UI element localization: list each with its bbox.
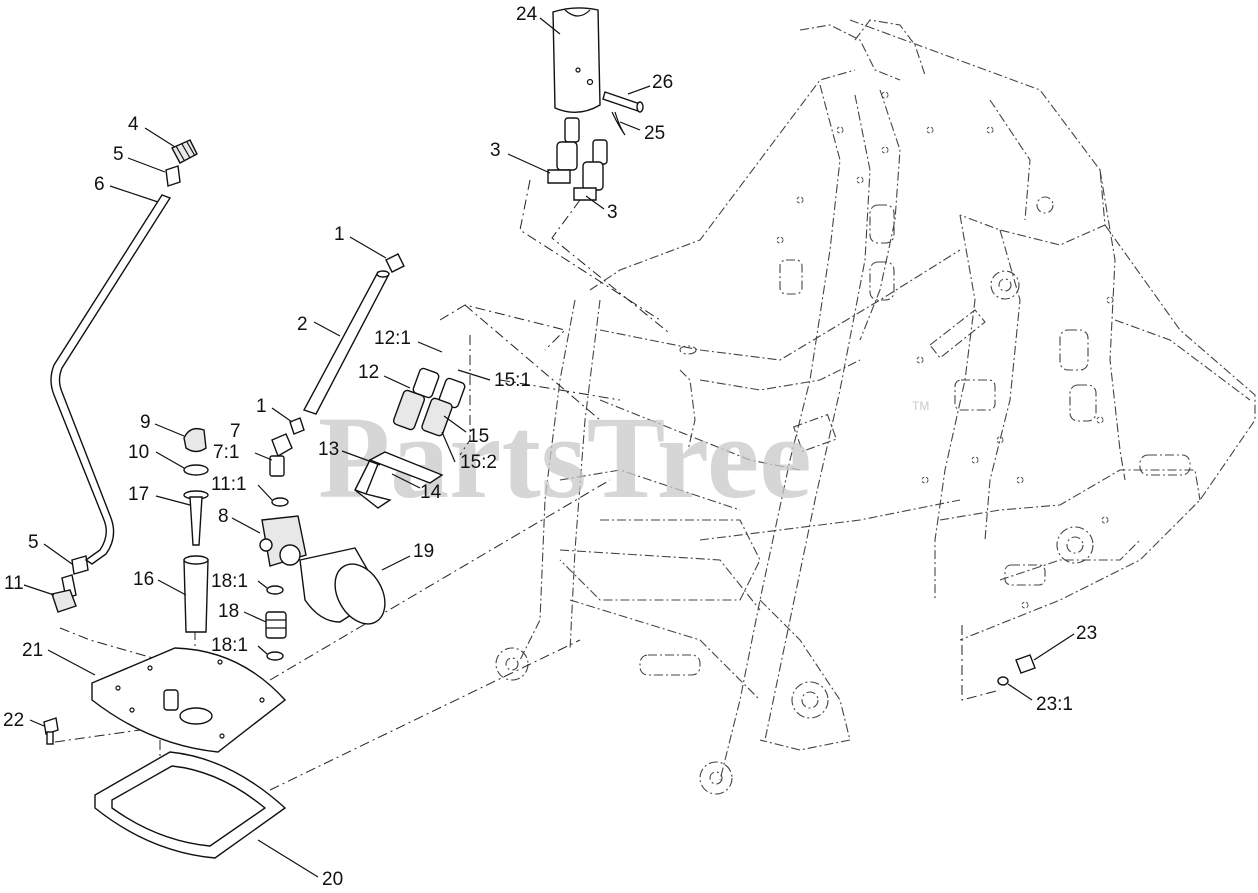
part-18-1-oring-bottom bbox=[266, 651, 284, 661]
part-10-oring bbox=[183, 464, 209, 476]
part-23-plug bbox=[1015, 654, 1036, 674]
callout-18: 18 bbox=[218, 601, 239, 622]
callout-2: 2 bbox=[297, 314, 308, 335]
callout-19: 19 bbox=[413, 541, 434, 562]
callout-9: 9 bbox=[140, 412, 151, 433]
watermark-trademark: TM bbox=[912, 399, 929, 413]
callout-3-lower: 3 bbox=[607, 202, 618, 223]
part-2-rod bbox=[302, 270, 390, 415]
part-9-cap bbox=[183, 427, 207, 453]
part-25-clip bbox=[611, 111, 626, 136]
part-8-filter-head bbox=[259, 515, 307, 567]
part-11-fitting bbox=[51, 574, 77, 613]
part-24-sleeve bbox=[552, 7, 601, 113]
part-23-1-oring bbox=[997, 676, 1009, 686]
callout-24: 24 bbox=[516, 4, 538, 25]
part-15-valve bbox=[421, 377, 466, 437]
part-20-gasket bbox=[94, 751, 287, 859]
callout-5-lower: 5 bbox=[28, 532, 39, 553]
part-12-valve bbox=[392, 367, 440, 431]
callout-1-lower: 1 bbox=[256, 396, 267, 417]
part-13-bracket bbox=[354, 451, 444, 509]
callout-14: 14 bbox=[420, 482, 442, 503]
callout-7: 7 bbox=[230, 421, 241, 442]
leader-lines bbox=[23, 17, 1075, 878]
callout-12-1: 12:1 bbox=[374, 328, 411, 349]
part-4-knob bbox=[171, 139, 198, 164]
part-16-tube bbox=[183, 555, 209, 633]
part-6-cable bbox=[50, 194, 172, 565]
assembly-lines bbox=[54, 179, 1001, 830]
callout-6: 6 bbox=[94, 174, 105, 195]
callout-23-1: 23:1 bbox=[1036, 694, 1073, 715]
callout-13: 13 bbox=[318, 439, 339, 460]
callout-15-1: 15:1 bbox=[494, 370, 531, 391]
callout-1-upper: 1 bbox=[334, 224, 345, 245]
part-7-fitting bbox=[269, 433, 293, 477]
callout-16: 16 bbox=[133, 569, 154, 590]
callout-15-2: 15:2 bbox=[460, 452, 497, 473]
callout-25: 25 bbox=[644, 123, 665, 144]
part-5-clamp-bottom bbox=[71, 555, 89, 575]
part-1-clamp-top bbox=[385, 253, 405, 273]
part-22-bolt bbox=[43, 717, 59, 745]
callout-labels: 24 26 25 3 3 4 5 6 1 2 12:1 12 15:1 1 15… bbox=[3, 4, 1097, 890]
callout-11: 11 bbox=[4, 573, 24, 594]
loader-frame bbox=[495, 19, 1256, 795]
callout-10: 10 bbox=[128, 442, 149, 463]
part-11-1-oring bbox=[271, 497, 289, 507]
callout-26: 26 bbox=[652, 72, 673, 93]
callout-18-1-upper: 18:1 bbox=[211, 571, 248, 592]
part-21-cover-plate bbox=[91, 647, 287, 753]
callout-3-upper: 3 bbox=[490, 140, 501, 161]
part-5-clamp-top bbox=[165, 165, 181, 187]
frame-holes bbox=[776, 91, 1114, 609]
callout-17: 17 bbox=[128, 484, 149, 505]
callout-20: 20 bbox=[322, 869, 343, 890]
callout-5-upper: 5 bbox=[113, 144, 124, 165]
callout-18-1-lower: 18:1 bbox=[211, 635, 248, 656]
callout-4: 4 bbox=[128, 114, 139, 135]
callout-8: 8 bbox=[218, 506, 229, 527]
callout-22: 22 bbox=[3, 710, 24, 731]
part-19-filter bbox=[299, 547, 386, 625]
callout-23: 23 bbox=[1076, 623, 1097, 644]
callout-15: 15 bbox=[468, 426, 489, 447]
part-1-clamp-bottom bbox=[289, 417, 305, 435]
callout-7-1: 7:1 bbox=[213, 442, 239, 463]
part-18-1-oring-top bbox=[266, 585, 284, 595]
callout-12: 12 bbox=[358, 362, 379, 383]
part-3-couplers bbox=[547, 117, 608, 201]
part-18-fitting bbox=[265, 611, 287, 639]
part-17-strainer bbox=[183, 490, 209, 546]
callout-11-1: 11:1 bbox=[211, 474, 247, 495]
callout-21: 21 bbox=[22, 640, 43, 661]
part-26-pin bbox=[602, 91, 644, 113]
